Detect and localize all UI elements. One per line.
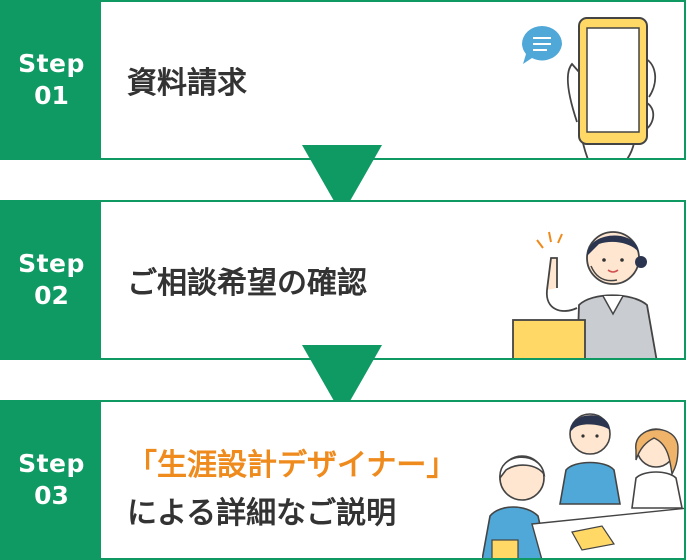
operator-illustration	[512, 231, 658, 358]
step-1-card: Step 01 資料請求	[0, 0, 686, 160]
meeting-illustration	[482, 413, 684, 558]
step-2-card: Step 02 ご相談希望の確認	[0, 200, 686, 360]
step-1-title: 資料請求	[127, 66, 247, 101]
step-label: Step	[18, 248, 85, 278]
step-number: 02	[34, 280, 69, 310]
step-1-badge: Step 01	[2, 2, 101, 158]
tablet-hand-illustration	[522, 17, 657, 158]
step-3-title: による詳細なご説明	[127, 496, 397, 531]
step-label: Step	[18, 448, 85, 478]
step-number: 01	[34, 80, 69, 110]
step-3-title-highlight: 「生涯設計デザイナー」	[127, 448, 457, 483]
step-3-card: Step 03 「生涯設計デザイナー」 による詳細なご説明	[0, 400, 686, 560]
step-label: Step	[18, 48, 85, 78]
step-2-title: ご相談希望の確認	[127, 266, 367, 301]
step-number: 03	[34, 480, 69, 510]
step-3-badge: Step 03	[2, 402, 101, 558]
step-2-badge: Step 02	[2, 202, 101, 358]
